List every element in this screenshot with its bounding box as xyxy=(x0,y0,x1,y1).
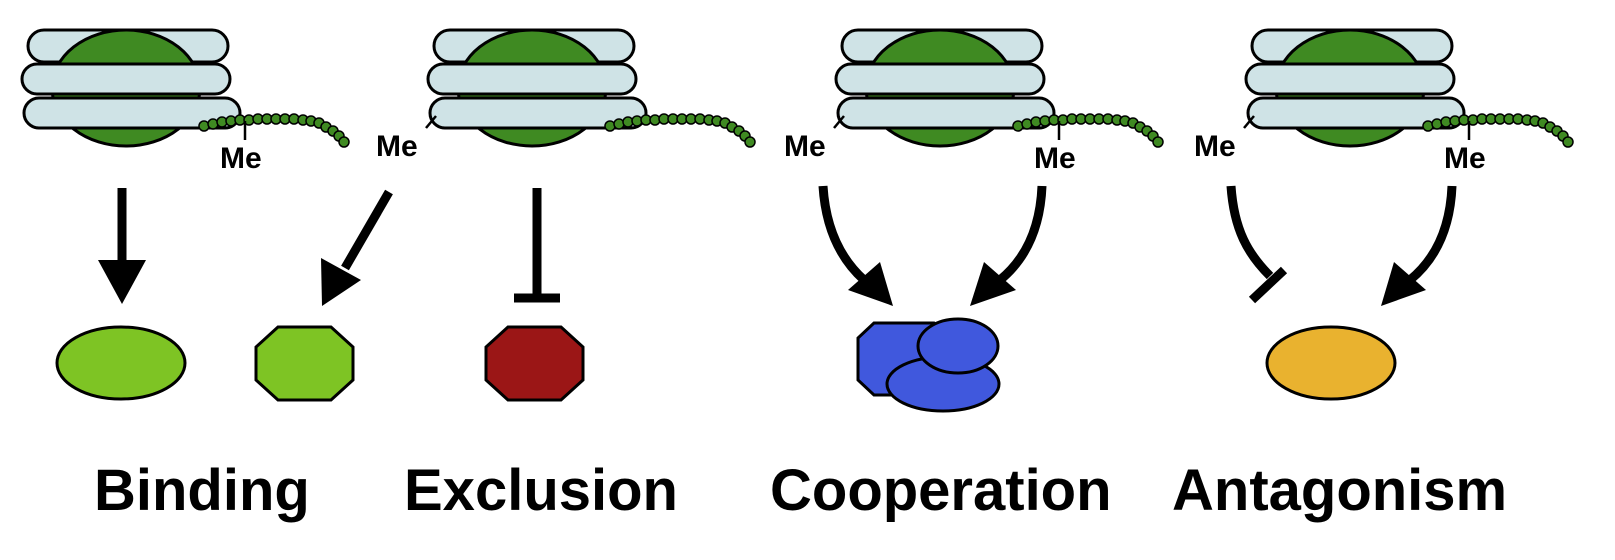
nucleosome-antagonism xyxy=(1244,28,1574,148)
reader-orange-oval xyxy=(1265,325,1397,401)
antagonism-inhibition xyxy=(1226,185,1288,304)
reader-blue-complex xyxy=(856,317,1001,413)
caption-exclusion: Exclusion xyxy=(404,458,678,523)
cooperation-arrow-left xyxy=(818,185,893,306)
nucleosome-exclusion xyxy=(426,28,756,148)
binding-arrow xyxy=(98,188,146,304)
cooperation-arrow-right xyxy=(970,185,1047,306)
caption-antagonism: Antagonism xyxy=(1172,458,1507,523)
me-label-antagonism-core: Me xyxy=(1194,130,1236,163)
nucleosome-cooperation xyxy=(834,28,1164,148)
me-label-antagonism-tail: Me xyxy=(1444,142,1486,175)
caption-binding: Binding xyxy=(94,458,310,523)
exclusion-inhibition xyxy=(514,188,560,303)
exclusion-arrow xyxy=(321,189,393,306)
reader-green-octagon xyxy=(254,325,355,402)
reader-green-oval xyxy=(55,325,187,401)
nucleosome-binding xyxy=(20,28,350,148)
me-label-cooperation-core: Me xyxy=(784,130,826,163)
reader-red-octagon xyxy=(484,325,585,402)
caption-cooperation: Cooperation xyxy=(770,458,1112,523)
me-label-exclusion-core: Me xyxy=(376,130,418,163)
me-label-binding-tail: Me xyxy=(220,142,262,175)
me-label-cooperation-tail: Me xyxy=(1034,142,1076,175)
antagonism-arrow xyxy=(1381,185,1457,306)
